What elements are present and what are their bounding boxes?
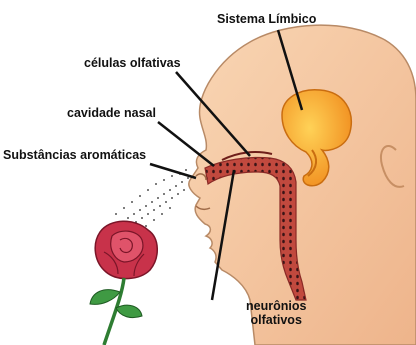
label-nasal-cavity: cavidade nasal — [67, 106, 156, 120]
label-olfactory-cells: células olfativas — [84, 56, 181, 70]
label-olfactory-neurons-line2: olfativos — [246, 313, 306, 327]
rose-stem — [90, 278, 142, 345]
label-olfactory-neurons: neurônios olfativos — [246, 299, 306, 327]
leader-substances — [150, 164, 196, 178]
rose-flower — [95, 221, 157, 278]
label-olfactory-neurons-line1: neurônios — [246, 299, 306, 313]
label-aromatic-substances: Substâncias aromáticas — [3, 148, 146, 162]
label-limbic-system: Sistema Límbico — [217, 12, 316, 26]
